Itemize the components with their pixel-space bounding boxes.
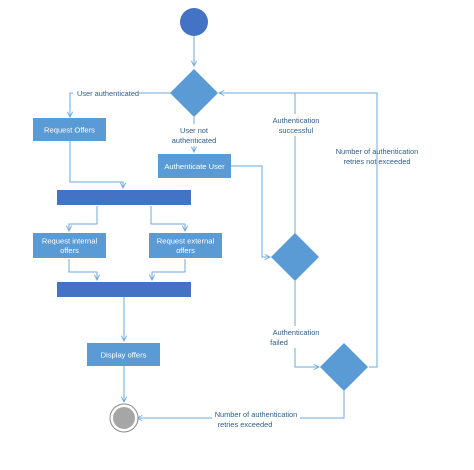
edge-decision2-failed-to-decision3 [294,281,319,367]
request-internal-label-line2: offers [60,246,79,255]
edge-decision3-exceeded-to-end [137,391,345,418]
edge-request-offers-to-fork [69,141,123,188]
decision-authentication-result [271,233,319,281]
edge-decision3-retry-to-decision1 [295,92,378,368]
label-user-not-authenticated-line1: User not [180,126,208,135]
label-user-authenticated: User authenticated [77,89,139,98]
end-node [113,407,135,429]
edge-fork-to-external [150,206,185,231]
edge-internal-to-join [68,259,97,280]
authenticate-user-label: Authenticate User [164,162,225,171]
request-internal-offers-node [33,233,106,258]
request-external-label-line1: Request external [157,237,215,246]
request-external-offers-node [149,233,222,258]
request-offers-label: Request Offers [44,126,95,135]
request-offers-node [33,118,106,141]
edge-external-to-join [152,259,186,280]
label-retries-exceeded-line2: retries exceeded [218,420,273,429]
label-auth-successful-line1: Authentication [273,116,320,125]
start-node [180,8,208,36]
label-auth-failed-line2: failed [270,338,288,347]
label-auth-failed-line1: Authentication [273,328,320,337]
decision-retries [320,343,368,391]
join-bar [57,282,191,297]
label-retries-exceeded-line1: Number of authentication [215,410,298,419]
request-external-label-line2: offers [176,246,195,255]
display-offers-label: Display offers [101,351,147,360]
decision-authenticated [170,69,218,117]
display-offers-node [87,343,160,366]
label-auth-successful-line2: successful [279,126,314,135]
edge-fork-to-internal [69,206,98,231]
label-retries-not-exceeded-line1: Number of authentication [336,147,419,156]
edges [68,36,378,418]
authenticate-user-node [158,154,231,178]
request-internal-label-line1: Request internal [42,237,98,246]
fork-bar [57,190,191,205]
label-retries-not-exceeded-line2: retries not exceeded [344,157,411,166]
edge-authenticate-to-decision2 [230,165,270,257]
label-user-not-authenticated-line2: authenticated [172,136,216,145]
